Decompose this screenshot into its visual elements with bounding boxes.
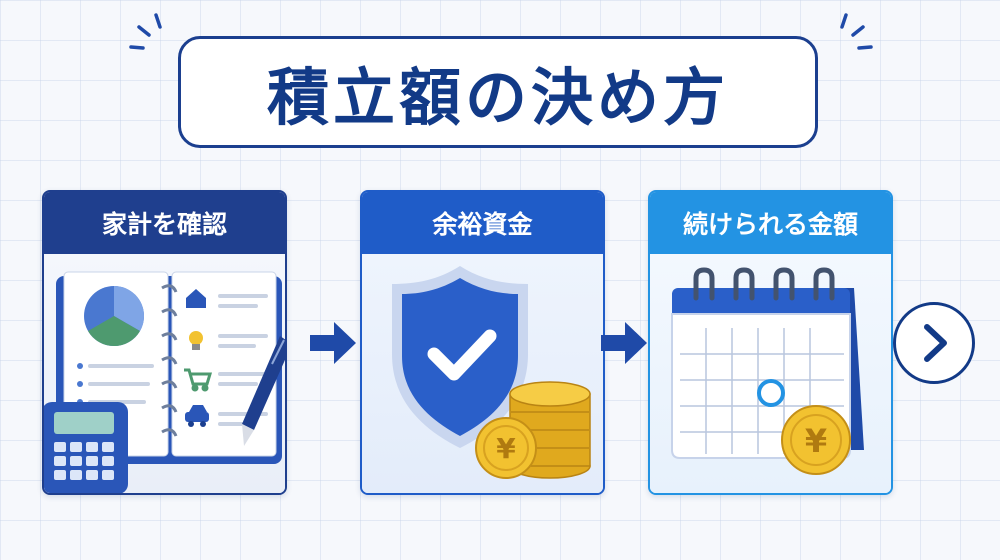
step-card-illustration (44, 254, 285, 493)
house-icon (186, 289, 206, 308)
step-card-illustration: ¥ (650, 254, 891, 493)
cart-icon (184, 368, 213, 392)
yen-symbol: ¥ (805, 422, 827, 460)
step-label: 続けられる金額 (682, 210, 858, 239)
title-box: 積立額の決め方 (178, 36, 818, 148)
page-title: 積立額の決め方 (266, 61, 729, 134)
shield-check-icon: ¥ (392, 266, 591, 479)
step-label: 余裕資金 (432, 210, 533, 239)
calculator-icon (44, 402, 128, 493)
calendar-icon: ¥ (671, 267, 864, 475)
step-card-header: 家計を確認 (44, 192, 285, 254)
car-icon (185, 405, 209, 427)
coin-stack-icon: ¥ (475, 381, 591, 479)
sparkle-right-icon (840, 13, 873, 50)
lightbulb-icon (189, 331, 203, 350)
arrow-right-icon (310, 322, 356, 364)
step-label: 家計を確認 (101, 210, 227, 239)
arrow-right-icon (601, 322, 647, 364)
budget-notebook-icon (44, 271, 285, 493)
sparkle-left-icon (129, 13, 162, 50)
step-card-illustration: ¥ (362, 254, 603, 493)
step-card-sustainable: 続けられる金額 ¥ (648, 190, 893, 495)
pie-chart-icon (84, 286, 145, 347)
step-card-household: 家計を確認 (42, 190, 287, 495)
step-card-header: 余裕資金 (362, 192, 603, 254)
yen-coin-icon: ¥ (781, 405, 851, 475)
pen-icon (242, 336, 285, 446)
chevron-right-icon (924, 324, 947, 362)
step-card-header: 続けられる金額 (650, 192, 891, 254)
next-button[interactable] (893, 302, 975, 384)
yen-symbol: ¥ (496, 432, 516, 465)
step-card-surplus: 余裕資金 ¥ (360, 190, 605, 495)
